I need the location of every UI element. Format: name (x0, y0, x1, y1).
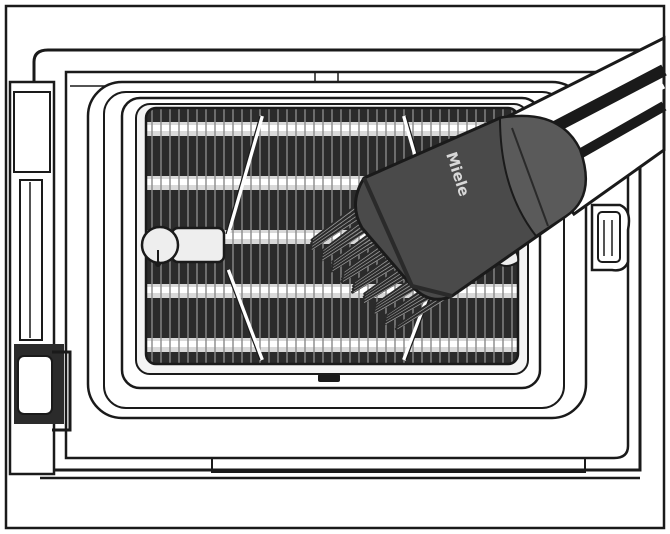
light-bulb-icon (140, 225, 520, 267)
vacuum-brush-nozzle-icon: Miele (309, 114, 588, 331)
right-bracket (590, 203, 631, 272)
latch-icon (318, 374, 340, 382)
oven-door-hinge-icon (8, 80, 72, 476)
